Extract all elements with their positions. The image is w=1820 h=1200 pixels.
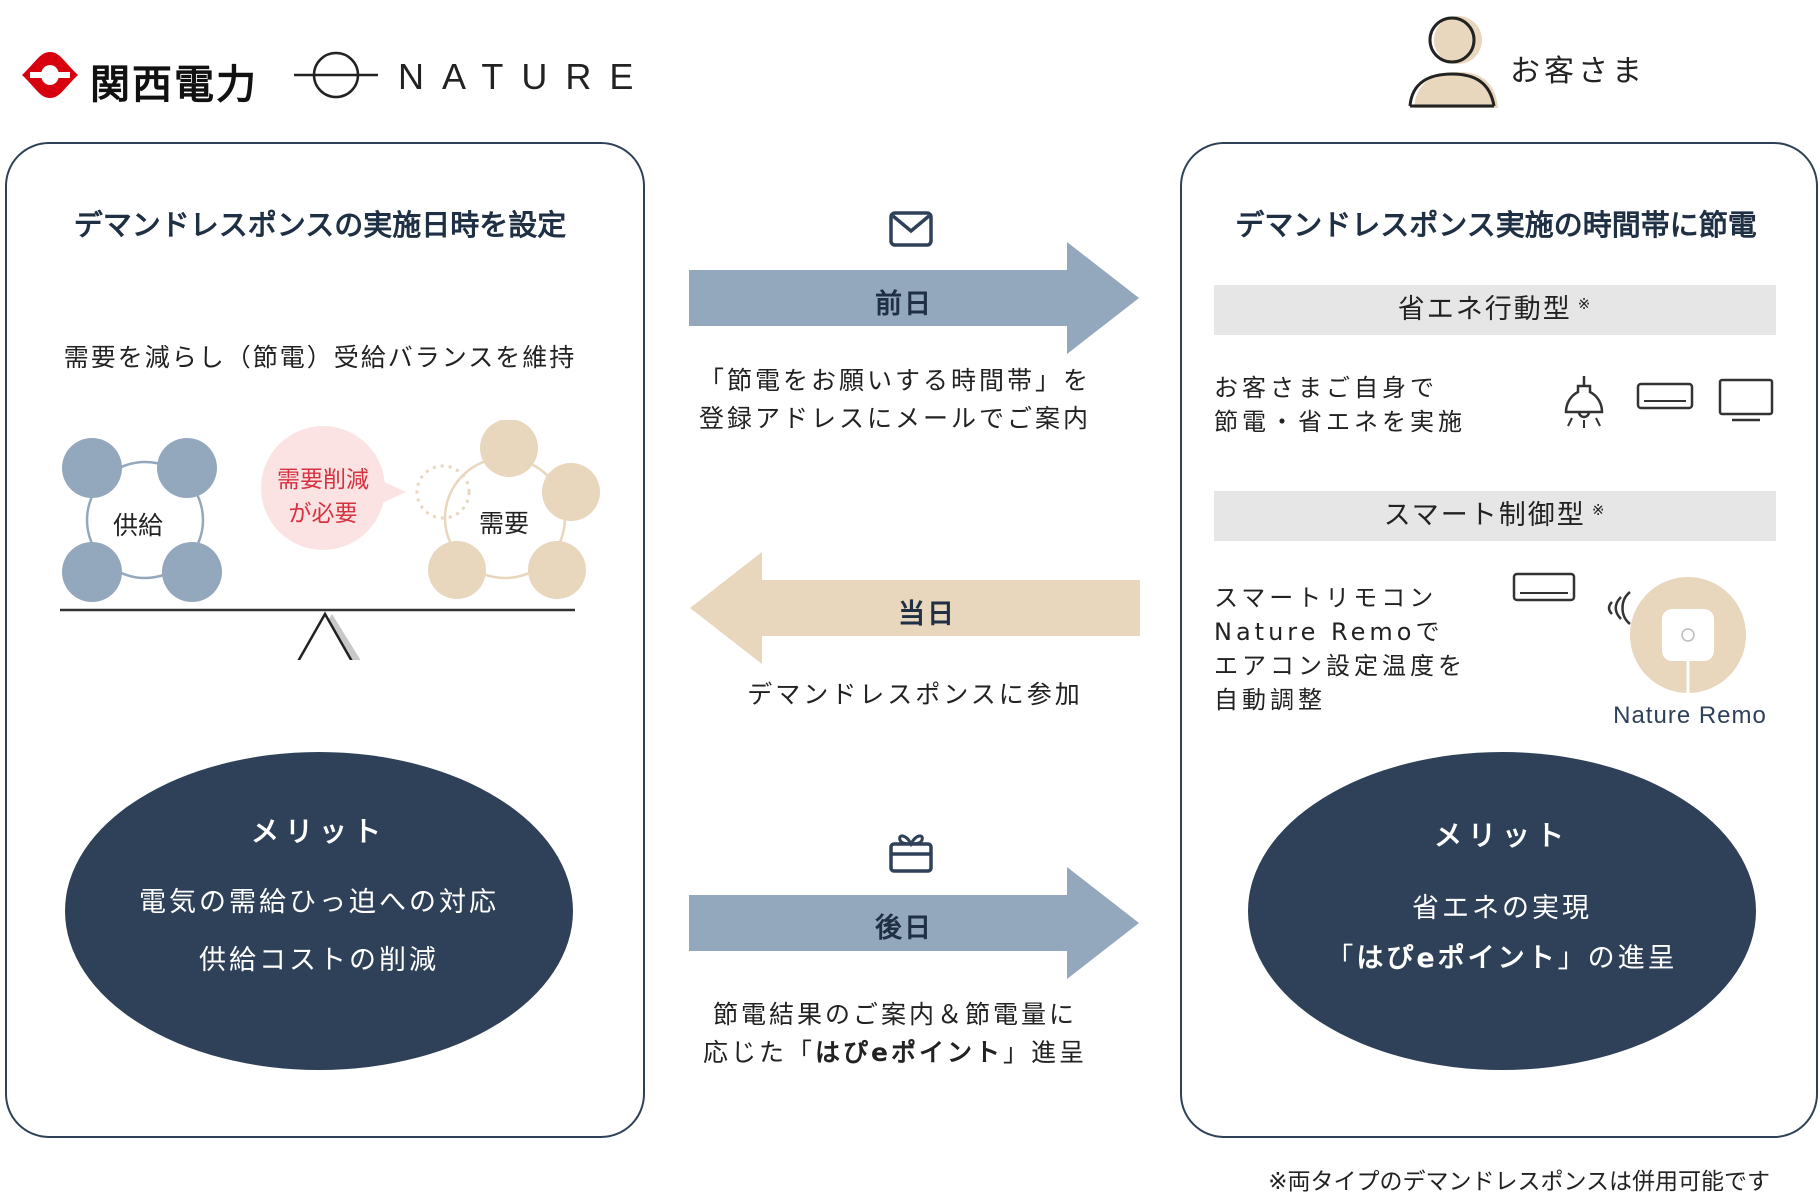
arrow-later-day-label: 後日 <box>875 913 933 944</box>
bubble-line2: が必要 <box>288 501 358 527</box>
reduction-bubble <box>261 426 385 550</box>
left-merit-ellipse <box>65 752 573 1070</box>
remo-device-icon <box>1630 577 1746 695</box>
left-merit-line1: 電気の需給ひっ迫への対応 <box>139 887 499 918</box>
remo-label: Nature Remo <box>1613 702 1767 729</box>
wifi-signal-icon <box>1607 591 1631 625</box>
right-merit-line2-bold: はぴeポイント <box>1356 943 1558 974</box>
fulcrum <box>297 611 353 660</box>
right-merit-ellipse <box>1248 752 1756 1070</box>
arrow-previous-day-label: 前日 <box>875 289 933 320</box>
left-merit-title: メリット <box>250 815 387 848</box>
supply-ring <box>85 460 205 580</box>
tv-icon <box>1718 378 1774 422</box>
right-merit-line2: 「はぴeポイント」の進呈 <box>1248 936 1756 975</box>
type2-desc-line1: スマートリモコン <box>1214 584 1438 612</box>
kansai-logo-text: 関西電力 <box>90 62 258 108</box>
balance-illustration <box>60 420 600 660</box>
type2-desc-line3: エアコン設定温度を <box>1214 652 1466 680</box>
arrow-previous-day-note-line1: 「節電をお願いする時間帯」を <box>698 366 1091 395</box>
demand-node <box>480 420 538 477</box>
right-merit-title: メリット <box>1433 819 1570 852</box>
supply-node <box>157 438 217 498</box>
type1-desc-line1: お客さまご自身で <box>1214 374 1438 402</box>
demand-node <box>542 463 600 521</box>
aircon-icon <box>1636 382 1694 410</box>
kansai-logo: 関西電力 <box>18 48 278 108</box>
demand-node-removed <box>415 464 471 520</box>
nature-logo: NATURE <box>294 48 634 102</box>
arrow-later-day <box>689 867 1139 979</box>
gift-icon <box>889 834 933 873</box>
demand-node <box>528 541 586 599</box>
arrow-previous-day-note-line2: 登録アドレスにメールでご案内 <box>698 404 1091 433</box>
supply-node <box>62 438 122 498</box>
nature-logo-text: NATURE <box>398 56 652 97</box>
demand-label: 需要 <box>479 509 530 538</box>
arrow-same-day-label: 当日 <box>898 599 956 630</box>
arrow-later-day-note-line2-post: 」進呈 <box>1002 1038 1087 1067</box>
mail-icon <box>889 211 933 247</box>
lamp-icon <box>1564 376 1604 428</box>
type2-desc-line2: Nature Remoで <box>1214 618 1444 646</box>
arrow-later-day-note-line2: 応じた「はぴeポイント」進呈 <box>650 1034 1140 1072</box>
left-panel-subtitle: 需要を減らし（節電）受給バランスを維持 <box>63 343 577 372</box>
right-panel-title: デマンドレスポンス実施の時間帯に節電 <box>1235 208 1757 242</box>
demand-node <box>428 541 486 599</box>
arrow-previous-day <box>689 242 1139 354</box>
arrow-same-day-note: デマンドレスポンスに参加 <box>747 680 1083 709</box>
person-icon <box>1408 16 1498 108</box>
footnote: ※両タイプのデマンドレスポンスは併用可能です <box>1268 1169 1770 1195</box>
right-merit-line2-pre: 「 <box>1326 943 1357 974</box>
type1-desc-line2: 節電・省エネを実施 <box>1214 408 1466 436</box>
type2-desc-line4: 自動調整 <box>1214 686 1326 714</box>
aircon-icon <box>1512 572 1576 602</box>
bubble-line1: 需要削減 <box>277 467 369 493</box>
type2-mark: ※ <box>1591 501 1607 519</box>
type1-mark: ※ <box>1577 295 1593 313</box>
arrow-same-day <box>690 552 1140 664</box>
supply-label: 供給 <box>113 511 164 540</box>
customer-header: お客さま <box>1404 10 1664 110</box>
type2-label: スマート制御型 <box>1383 500 1586 531</box>
right-merit-line1: 省エネの実現 <box>1412 893 1592 924</box>
left-merit-line2: 供給コストの削減 <box>199 945 439 976</box>
left-panel-title: デマンドレスポンスの実施日時を設定 <box>73 208 567 242</box>
nature-logo-icon <box>294 51 378 99</box>
type1-label: 省エネ行動型 <box>1397 294 1572 325</box>
arrow-later-day-note-line2-pre: 応じた「 <box>703 1038 816 1067</box>
type2-band: スマート制御型 ※ <box>1214 491 1776 541</box>
customer-label: お客さま <box>1510 54 1646 89</box>
arrow-later-day-note-line1: 節電結果のご案内＆節電量に <box>712 1000 1077 1029</box>
supply-node <box>162 542 222 602</box>
arrow-later-day-note-line2-bold: はぴeポイント <box>815 1038 1003 1067</box>
right-merit-line2-post: 」の進呈 <box>1557 943 1678 974</box>
supply-node <box>62 542 122 602</box>
kansai-logo-icon <box>22 52 78 98</box>
type1-band: 省エネ行動型 ※ <box>1214 285 1776 335</box>
